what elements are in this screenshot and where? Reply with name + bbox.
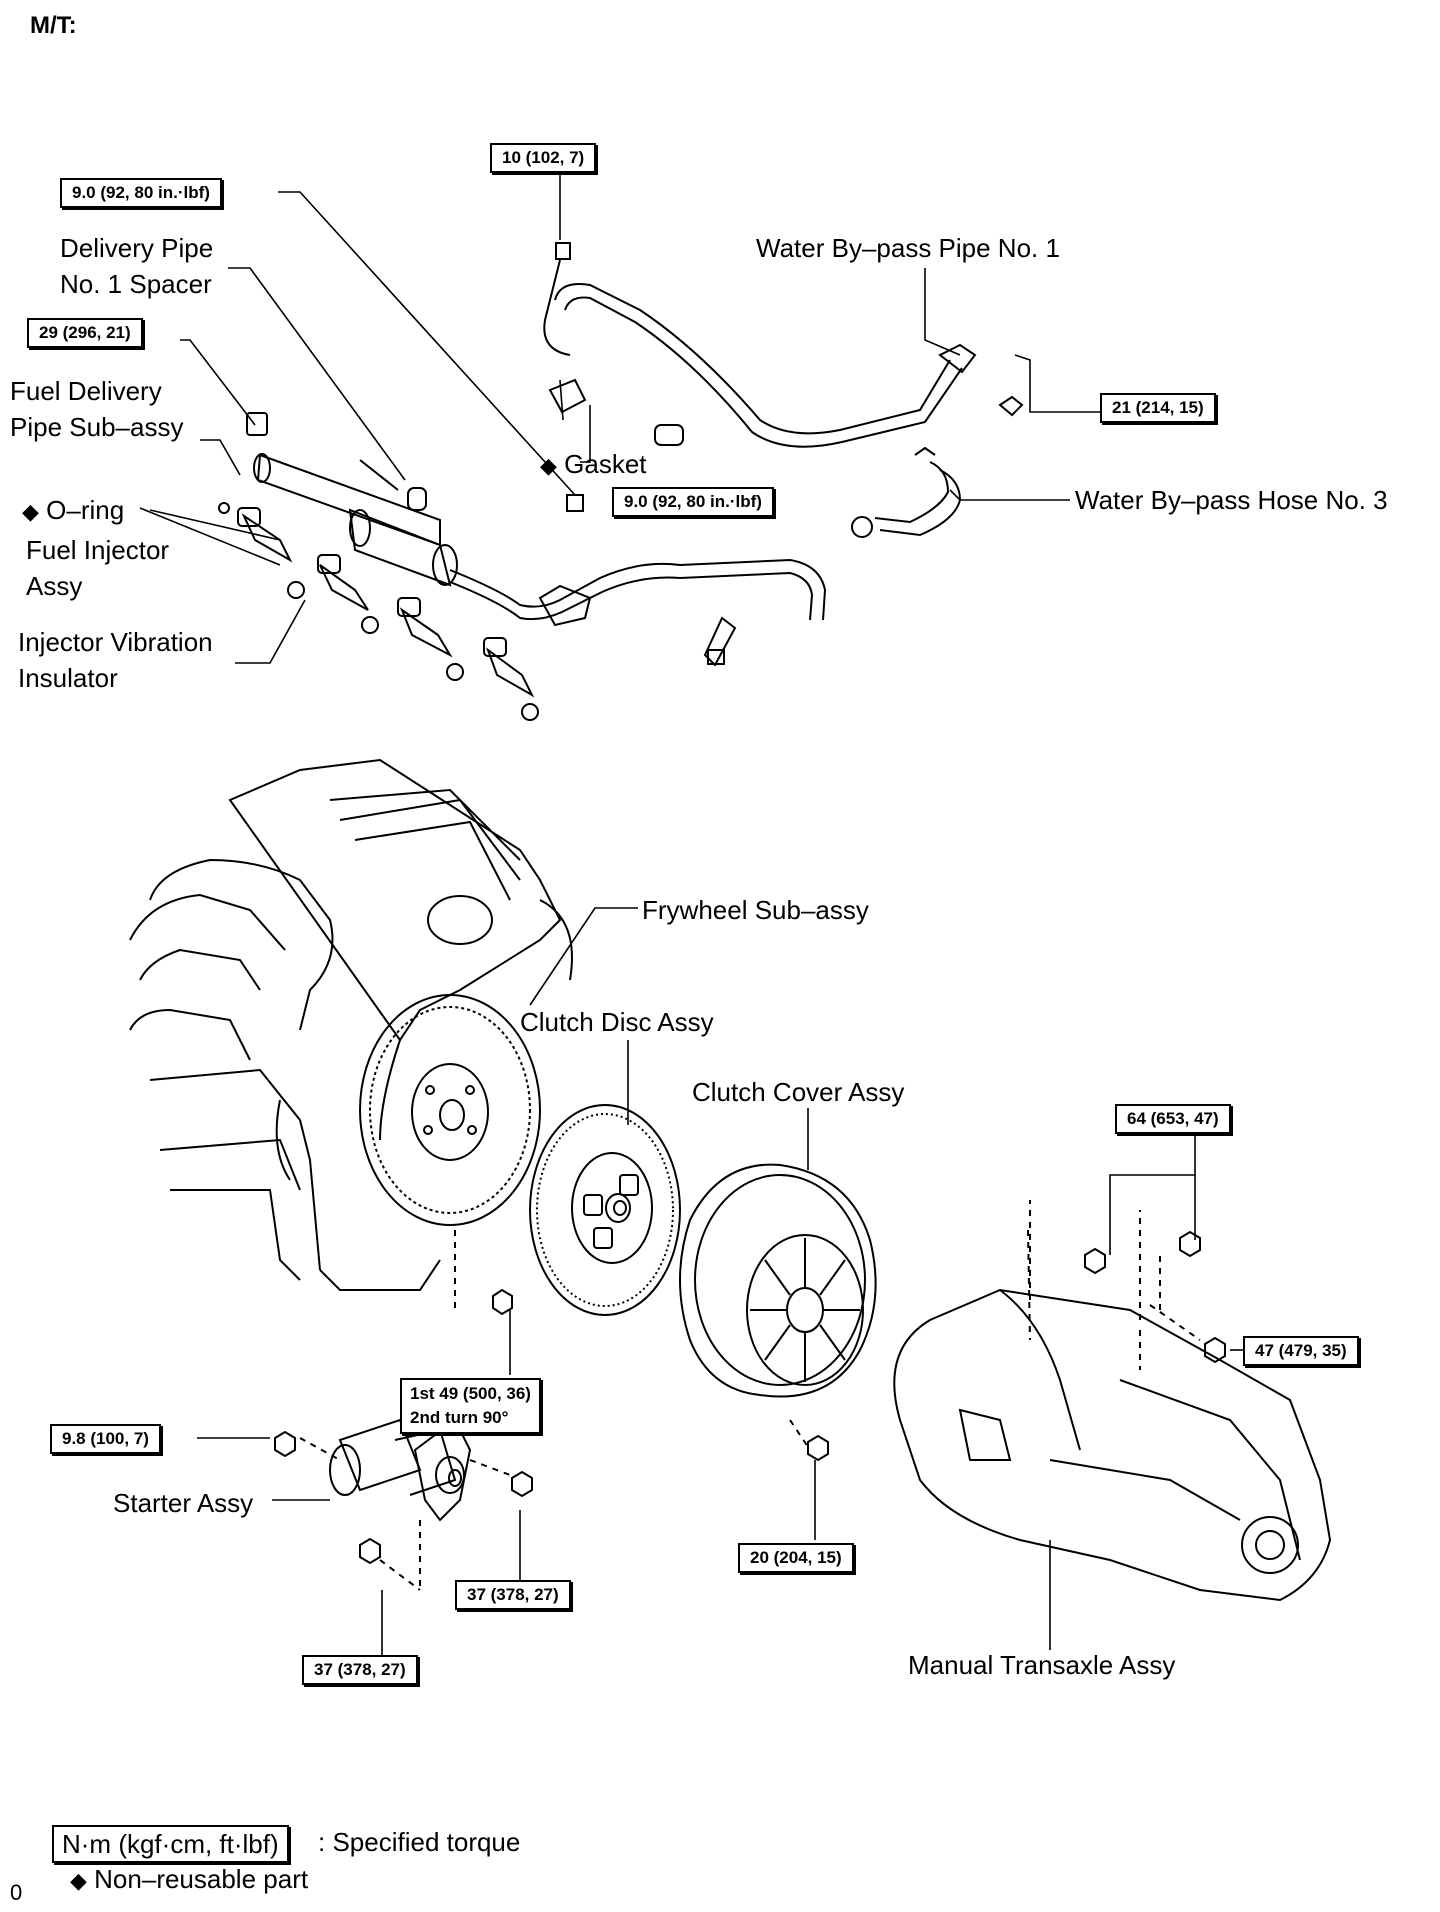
legend-nonreusable: ◆ Non–reusable part (70, 1862, 308, 1898)
label-o-ring: ◆ O–ring (22, 492, 124, 530)
label-insulator-1: Injector Vibration (18, 627, 213, 657)
injector-4 (483, 637, 539, 721)
label-transaxle: Manual Transaxle Assy (908, 1650, 1176, 1680)
label-gasket-text: Gasket (564, 449, 647, 479)
page-heading: M/T: (30, 12, 77, 39)
label-fuel-injector-2: Assy (26, 571, 83, 601)
legend-torque-unit: N·m (kgf·cm, ft·lbf) (52, 1825, 289, 1863)
torque-spec-9: 9.8 (100, 7) (50, 1424, 161, 1454)
legend-nonreusable-text: Non–reusable part (94, 1864, 309, 1894)
label-delivery-pipe-spacer-2: No. 1 Spacer (60, 269, 212, 299)
label-flywheel: Frywheel Sub–assy (642, 895, 869, 925)
label-insulator-2: Insulator (18, 663, 118, 693)
flywheel-drawing (359, 994, 541, 1316)
clutch-disc-drawing (529, 1104, 681, 1316)
transaxle-drawing (893, 1200, 1332, 1602)
label-water-bypass-pipe: Water By–pass Pipe No. 1 (756, 233, 1060, 263)
torque-spec-8: 1st 49 (500, 36) 2nd turn 90° (400, 1378, 541, 1434)
page-mark: 0 (10, 1880, 23, 1905)
label-o-ring-text: O–ring (46, 495, 125, 525)
label-gasket: ◆ Gasket (540, 446, 647, 484)
torque-spec-8-line1: 1st 49 (500, 36) (410, 1384, 531, 1403)
torque-spec-7: 47 (479, 35) (1243, 1336, 1359, 1366)
torque-spec-4: 21 (214, 15) (1100, 393, 1216, 423)
starter-drawing (274, 1418, 533, 1591)
water-bypass-drawing (543, 242, 1024, 538)
injector-2 (317, 554, 379, 634)
nonreusable-diamond-icon: ◆ (540, 453, 557, 478)
clutch-cover-drawing (679, 1163, 877, 1462)
fuel-injectors-drawing (218, 412, 539, 721)
torque-spec-1: 10 (102, 7) (490, 143, 597, 173)
label-fuel-injector-1: Fuel Injector (26, 535, 170, 565)
torque-spec-10: 37 (378, 27) (455, 1580, 571, 1610)
torque-spec-2: 9.0 (92, 80 in.·lbf) (60, 178, 222, 208)
label-fuel-delivery-1: Fuel Delivery (10, 376, 162, 406)
torque-spec-8-line2: 2nd turn 90° (410, 1408, 509, 1427)
torque-spec-11: 20 (204, 15) (738, 1543, 854, 1573)
injector-1 (218, 502, 305, 599)
legend-torque-desc: : Specified torque (318, 1827, 521, 1857)
nonreusable-diamond-icon: ◆ (70, 1868, 87, 1893)
label-clutch-cover: Clutch Cover Assy (692, 1077, 905, 1107)
torque-spec-6: 64 (653, 47) (1115, 1104, 1231, 1134)
nonreusable-diamond-icon: ◆ (22, 499, 39, 524)
torque-spec-5: 9.0 (92, 80 in.·lbf) (612, 487, 774, 517)
label-water-bypass-hose: Water By–pass Hose No. 3 (1075, 485, 1388, 515)
label-clutch-disc: Clutch Disc Assy (520, 1007, 714, 1037)
label-starter: Starter Assy (113, 1488, 254, 1518)
engine-drawing (129, 758, 573, 1291)
label-fuel-delivery-2: Pipe Sub–assy (10, 412, 184, 442)
injector-3 (397, 597, 464, 681)
label-delivery-pipe-spacer-1: Delivery Pipe (60, 233, 214, 263)
fuel-delivery-pipe-drawing (253, 453, 827, 667)
torque-spec-3: 29 (296, 21) (27, 318, 143, 348)
torque-spec-12: 37 (378, 27) (302, 1655, 418, 1685)
